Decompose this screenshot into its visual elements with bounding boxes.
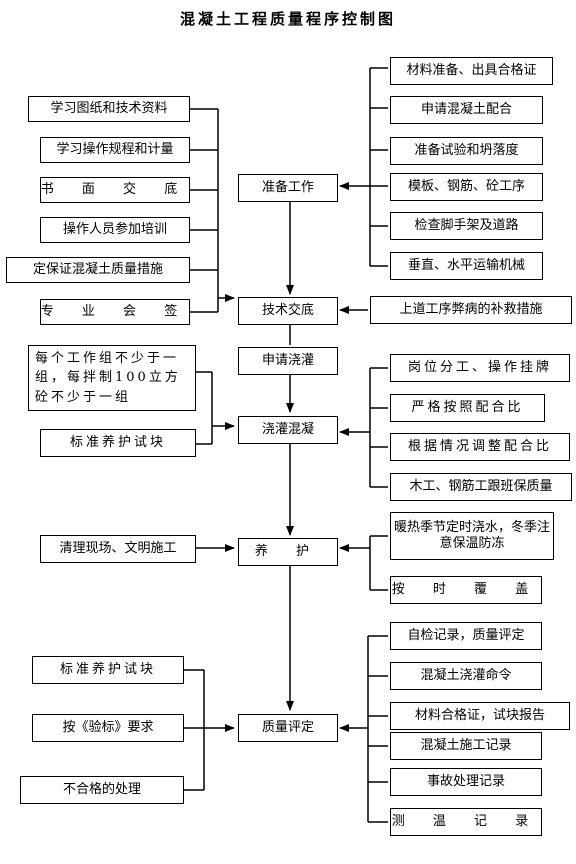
right-item-crew-supervision: 木工、钢筋工跟班保质量: [390, 473, 572, 501]
step-curing: 养 护: [238, 538, 338, 566]
right-item-remedial-measures: 上道工序弊病的补救措施: [370, 296, 572, 324]
left-item-training: 操作人员参加培训: [40, 217, 190, 243]
right-item-construction-log: 混凝土施工记录: [390, 732, 542, 760]
left-item-standard-requirement: 按《验标》要求: [32, 714, 184, 742]
right-item-certificates: 材料合格证，试块报告: [390, 702, 570, 730]
right-item-transport: 垂直、水平运输机械: [390, 252, 543, 280]
step-quality-assessment: 质量评定: [238, 714, 338, 742]
right-item-mix-request: 申请混凝土配合: [390, 96, 543, 124]
right-item-temperature-log: 测 温 记 录: [390, 808, 542, 836]
right-item-seasonal-care: 暖热季节定时浇水，冬季注意保温防冻: [390, 512, 554, 560]
left-item-sampling-rule: 每个工作组不少于一组，每拌制100立方砼不少于一组: [28, 345, 196, 411]
right-item-timely-cover: 按 时 覆 盖: [390, 576, 542, 604]
right-item-pour-order: 混凝土浇灌命令: [390, 662, 542, 690]
right-item-incident-log: 事故处理记录: [390, 768, 542, 796]
right-item-strict-mix: 严格按照配合比: [390, 394, 545, 422]
right-item-materials: 材料准备、出具合格证: [390, 57, 553, 85]
right-item-self-inspection: 自检记录，质量评定: [390, 622, 542, 650]
step-prepare: 准备工作: [238, 174, 338, 202]
right-item-formwork: 模板、钢筋、砼工序: [390, 173, 543, 201]
left-item-study-drawings: 学习图纸和技术资料: [28, 96, 190, 122]
step-apply-pour: 申请浇灌: [238, 347, 338, 375]
right-item-scaffold: 检查脚手架及道路: [390, 212, 543, 240]
left-item-site-cleanup: 清理现场、文明施工: [40, 535, 196, 563]
left-item-quality-measures: 定保证混凝土质量措施: [6, 257, 190, 283]
left-item-countersign: 专 业 会 签: [40, 299, 190, 325]
left-item-standard-curing-specimen: 标准养护试块: [40, 429, 196, 457]
right-item-adjust-mix: 根据情况调整配合比: [390, 433, 570, 461]
step-pour: 浇灌混凝: [238, 416, 338, 444]
left-item-written-briefing: 书 面 交 底: [40, 177, 190, 203]
left-item-nonconformance: 不合格的处理: [20, 776, 184, 804]
right-item-slump-test: 准备试验和坍落度: [390, 137, 543, 165]
right-item-job-assignment: 岗位分工、操作挂牌: [390, 354, 570, 382]
left-item-study-procedures: 学习操作规程和计量: [40, 137, 190, 163]
diagram-title: 混凝土工程质量程序控制图: [179, 10, 396, 28]
left-item-curing-specimen: 标准养护试块: [32, 656, 184, 684]
step-tech-briefing: 技术交底: [238, 297, 338, 325]
